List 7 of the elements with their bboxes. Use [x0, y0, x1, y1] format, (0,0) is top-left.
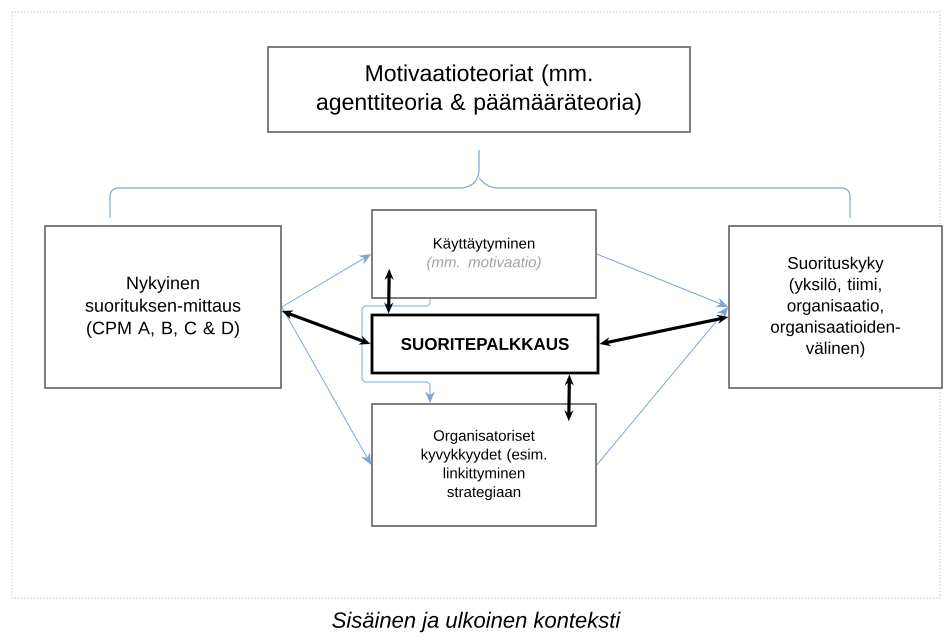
process-box: Käyttäytyminen (mm. motivaatio) — [371, 209, 597, 299]
process-box: Motivaatioteoriat (mm. agenttiteoria & päämääräteoria) — [267, 46, 691, 133]
process-box: Organisatoriset kyvykkyydet (esim. linkittyminen strategiaan — [371, 403, 597, 527]
process-box: Suorituskyky (yksilö, tiimi, organisaatio, organisaatioiden-välinen) — [728, 225, 943, 389]
caption: Sisäinen ja ulkoinen konteksti — [332, 612, 621, 632]
process-box: SUORITEPALKKAUS — [370, 314, 600, 374]
process-box: Nykyinen suorituksen-mittaus (CPM A, B, C & D) — [44, 225, 282, 389]
